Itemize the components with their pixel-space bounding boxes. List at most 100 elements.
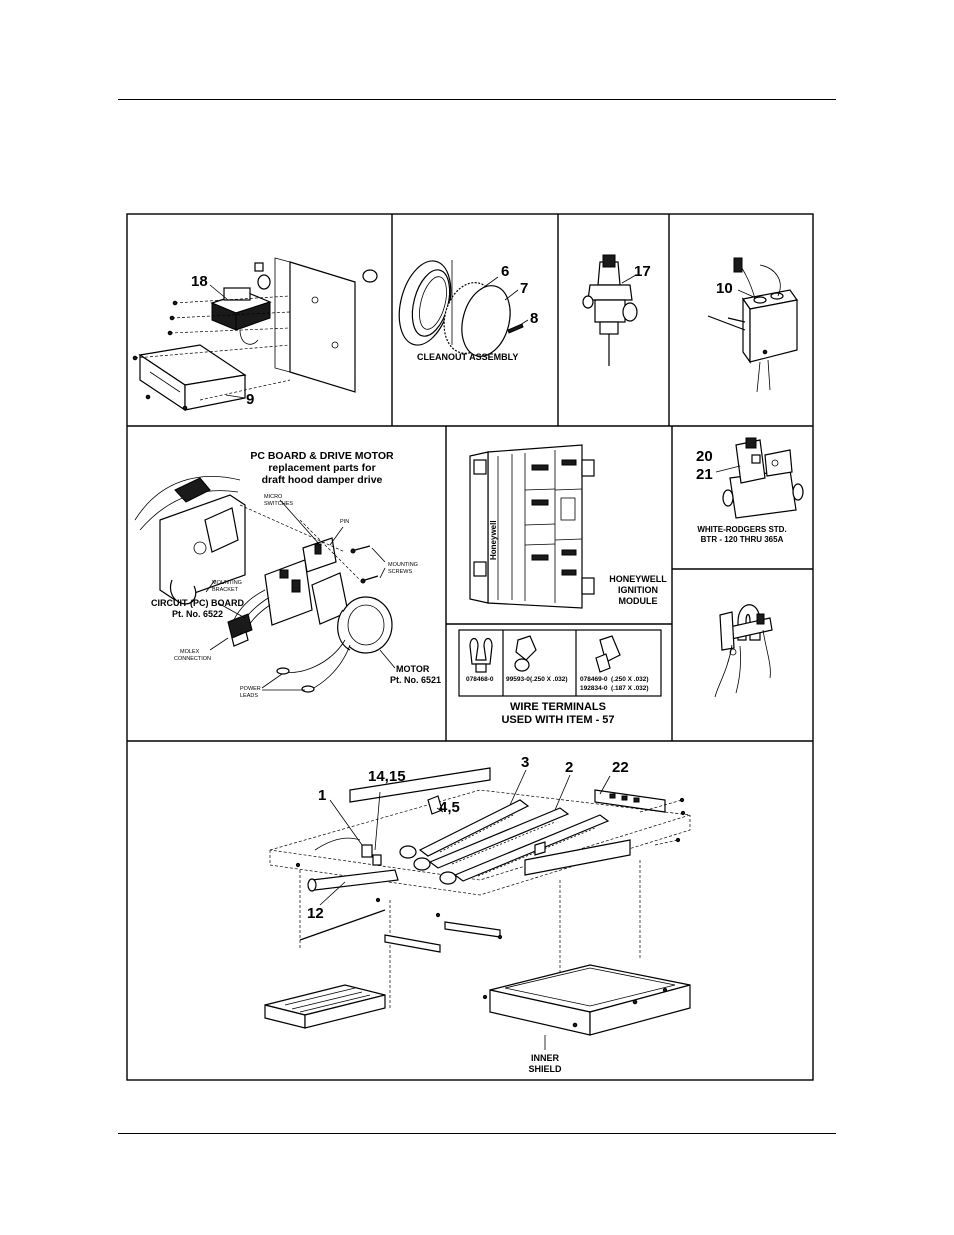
cleanout-ring-drawing xyxy=(398,260,452,346)
leader-20-21 xyxy=(715,465,741,473)
label-9: 9 xyxy=(246,391,254,408)
assembly-screws xyxy=(295,797,686,1000)
sensor-panel: 10 xyxy=(707,257,799,393)
label-3: 3 xyxy=(521,754,529,771)
leader-22 xyxy=(599,775,611,795)
label-20: 20 xyxy=(696,448,713,465)
leader-14-15 xyxy=(374,791,381,851)
leader-1 xyxy=(329,799,363,846)
power-leads-label-line2: LEADS xyxy=(240,693,258,699)
ignition-caption-line1: HONEYWELL xyxy=(609,574,667,584)
wire-terminals-caption-line1: WIRE TERMINALS xyxy=(510,701,606,713)
leader-12 xyxy=(319,881,346,906)
leader-18 xyxy=(209,284,229,301)
micro-switches-label-line1: MICRO xyxy=(264,494,283,500)
ring-terminal-drawing xyxy=(514,635,537,672)
mounting-screws-drawing xyxy=(239,504,379,584)
panel-grid xyxy=(126,213,814,1081)
circuit-board-label-line2: Pt. No. 6522 xyxy=(172,609,223,619)
cleanout-panel: 6 7 8 CLEANOUT ASSEMBLY xyxy=(398,260,538,362)
leader-9 xyxy=(225,394,246,399)
molex-connector-drawing xyxy=(227,613,253,647)
inner-shield-drawing xyxy=(489,964,691,1036)
pilot-burner-drawing xyxy=(714,604,773,698)
top-rule xyxy=(118,99,836,100)
mounting-bracket-label-line1: MOUNTING xyxy=(212,580,242,586)
quick-disconnect-terminal-drawing xyxy=(595,635,621,673)
terminal-part-no-2: 99593-0 xyxy=(506,676,530,683)
label-4-5: 4,5 xyxy=(439,799,460,816)
cover-plate-drawing xyxy=(461,285,511,357)
inner-shield-label-line2: SHIELD xyxy=(528,1064,562,1074)
pin-label: PIN xyxy=(340,519,349,525)
sensor-box-drawing xyxy=(707,257,799,393)
pilot-and-bracket-drawing xyxy=(361,795,546,866)
label-6: 6 xyxy=(501,263,509,280)
leader-17 xyxy=(621,274,637,284)
gas-valve-drawing xyxy=(722,437,804,519)
mounting-plate-drawing xyxy=(254,257,378,393)
ignition-caption-line3: MODULE xyxy=(619,596,658,606)
transformer-drawing xyxy=(210,287,272,345)
junction-box-drawing xyxy=(138,344,247,412)
screws-dashes xyxy=(132,295,291,411)
label-22: 22 xyxy=(612,759,629,776)
label-14-15: 14,15 xyxy=(368,768,406,785)
label-2: 2 xyxy=(565,759,573,776)
pc-board-title-line3: draft hood damper drive xyxy=(262,474,383,486)
honeywell-brand-text: Honeywell xyxy=(489,520,498,560)
burner-tubes-drawing xyxy=(399,799,610,885)
label-7: 7 xyxy=(520,280,528,297)
terminal-part-no-1: 078468-0 xyxy=(466,676,494,683)
damper-hood-drawing xyxy=(134,476,241,531)
gas-valve-caption-line2: BTR - 120 THRU 365A xyxy=(701,535,784,544)
pilot-panel xyxy=(714,604,773,698)
burner-drawer-drawing xyxy=(264,984,386,1029)
pc-board-title-line2: replacement parts for xyxy=(268,462,375,474)
leader-8 xyxy=(519,319,529,326)
spade-terminal-drawing xyxy=(469,637,493,673)
drive-motor-drawing xyxy=(276,572,393,693)
side-shield-drawing xyxy=(384,839,631,953)
label-1: 1 xyxy=(318,787,326,804)
label-17: 17 xyxy=(634,263,651,280)
molex-label-line1: MOLEX xyxy=(180,649,200,655)
mounting-bracket-drawing xyxy=(159,494,246,605)
wire-terminals-caption-line2: USED WITH ITEM - 57 xyxy=(501,714,614,726)
ignition-caption-line2: IGNITION xyxy=(618,585,658,595)
circuit-board-label-line1: CIRCUIT (PC) BOARD xyxy=(151,598,244,608)
rear-bracket-drawing xyxy=(349,767,666,813)
leader-4-5 xyxy=(436,807,444,813)
pc-board-panel: PC BOARD & DRIVE MOTOR replacement parts… xyxy=(134,450,441,699)
burner-tray-outline xyxy=(269,789,691,1010)
relief-valve-panel: 17 xyxy=(582,254,651,366)
terminal-size-2: (.250 X .032) xyxy=(530,676,568,683)
ignition-module-panel: Honeywell HONEYWELL IGNITION MODULE xyxy=(469,444,667,609)
mounting-bracket-label-line2: BRACKET xyxy=(212,587,239,593)
terminal-size-4: (.187 X .032) xyxy=(611,685,649,692)
ignition-module-drawing: Honeywell xyxy=(469,444,595,609)
inner-shield-label-line1: INNER xyxy=(531,1053,560,1063)
micro-switches-label-line2: SWITCHES xyxy=(264,501,293,507)
blower-panel: 18 9 xyxy=(132,257,378,412)
manifold-drawing xyxy=(299,837,399,941)
micro-switch-drawing xyxy=(302,537,337,573)
label-12: 12 xyxy=(307,905,324,922)
bolt-drawing xyxy=(507,323,524,334)
relief-valve-drawing xyxy=(582,254,638,366)
pc-board-title-line1: PC BOARD & DRIVE MOTOR xyxy=(250,450,394,462)
leader-6 xyxy=(479,276,499,291)
gas-valve-panel: 20 21 WHITE-RODGERS STD. BTR - 120 THRU … xyxy=(696,437,804,544)
label-18: 18 xyxy=(191,273,208,290)
burner-assembly-panel: 1 14,15 3 2 22 4,5 12 INNER SHIELD xyxy=(264,754,691,1074)
leader-7 xyxy=(504,289,519,301)
mounting-screws-label-line1: MOUNTING xyxy=(388,562,418,568)
power-leads-label-line1: POWER xyxy=(240,686,261,692)
motor-label-line2: Pt. No. 6521 xyxy=(390,675,441,685)
molex-label-line2: CONNECTION xyxy=(174,656,211,662)
bottom-rule xyxy=(118,1133,836,1134)
mounting-screws-label-line2: SCREWS xyxy=(388,569,412,575)
leader-10 xyxy=(737,289,757,299)
label-21: 21 xyxy=(696,466,713,483)
